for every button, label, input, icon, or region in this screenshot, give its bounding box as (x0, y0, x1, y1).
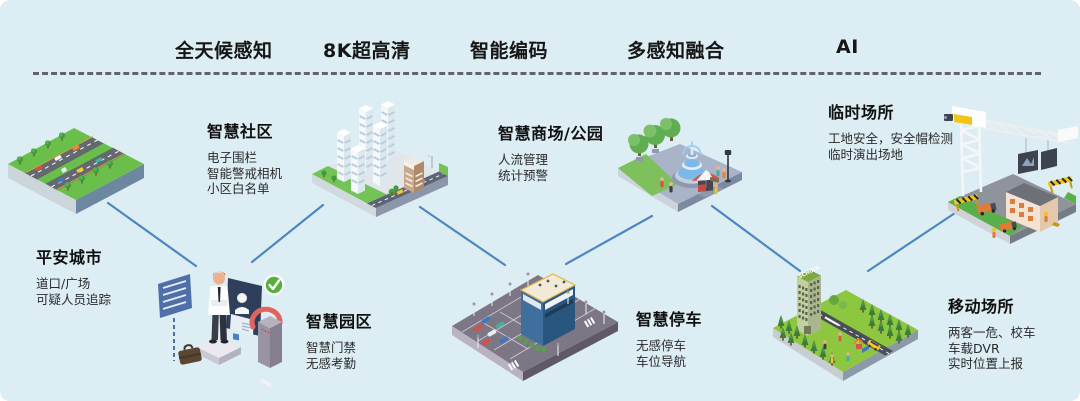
scene-feature: 两客一危、校车 (948, 325, 1036, 340)
scene-parking: 智慧停车 无感停车 车位导航 (636, 306, 702, 369)
scene-feature: 工地安全，安全帽检测 (828, 131, 954, 146)
cars (35, 145, 103, 183)
safe-city-illustration (8, 128, 144, 214)
scene-feature: 无感考勤 (306, 355, 357, 371)
light-poles (473, 274, 605, 356)
header-keyword-multi-sense: 多感知融合 (627, 40, 725, 62)
scene-feature: 实时位置上报 (948, 356, 1024, 371)
residential-towers (337, 101, 395, 194)
workers (992, 212, 1060, 238)
stand-platform (197, 336, 241, 365)
mobile-scene-illustration: SCHOOL (773, 264, 918, 381)
header-keyword-all-weather: 全天候感知 (175, 40, 273, 62)
brown-building (404, 156, 424, 193)
scene-feature: 道口/广场 (36, 276, 91, 291)
scene-title: 智慧社区 (207, 122, 274, 141)
scene-title: 智慧园区 (306, 312, 373, 331)
scene-feature: 车载DVR (948, 340, 1000, 356)
scene-feature: 电子围栏 (207, 150, 258, 165)
scene-safe-city: 平安城市 道口/广场 可疑人员追踪 (36, 244, 111, 307)
surveillance-camera-icon (944, 114, 953, 121)
header-keyword-ai: AI (836, 36, 859, 58)
scene-feature: 可疑人员追踪 (36, 291, 112, 307)
community-illustration (312, 101, 448, 217)
scene-title: 智慧商场/公园 (498, 124, 604, 143)
parked-cars (473, 316, 509, 346)
scene-title: 智慧停车 (636, 310, 703, 329)
road-strip (25, 137, 104, 180)
trucks (976, 202, 1018, 233)
header-keyword-8k: 8K超高清 (323, 40, 411, 62)
scene-feature: 小区白名单 (207, 181, 270, 196)
parking-illustration (452, 272, 618, 381)
header-keyword-smart-encoding: 智能编码 (470, 40, 549, 62)
link-park-parking (564, 214, 654, 266)
crosswalk-marks (507, 316, 596, 371)
face-recognition-screen-icon (226, 278, 262, 341)
mall-park-illustration (618, 118, 742, 212)
scanner-arch (249, 306, 283, 330)
campus-people (823, 332, 850, 364)
park-trees (628, 118, 681, 161)
scene-title: 移动场所 (948, 297, 1015, 316)
scene-feature: 智慧门禁 (306, 340, 357, 355)
link-community-parking (418, 205, 507, 267)
scene-feature: 统计预警 (498, 167, 549, 183)
campus-road (809, 308, 893, 356)
turnstile-pillar-icon (258, 316, 282, 388)
dashed-divider (33, 72, 1041, 75)
scene-feature: 车位导航 (636, 353, 687, 369)
parking-building-icon (517, 273, 577, 352)
scene-feature: 人流管理 (498, 152, 549, 167)
checkmark-icon (263, 274, 285, 296)
bench-icon (710, 177, 719, 183)
park-people (660, 166, 726, 195)
scene-campus: 智慧园区 智慧门禁 无感考勤 (306, 308, 372, 371)
playground-icon (853, 338, 869, 353)
briefcase-icon (178, 344, 202, 365)
scene-mobile: 移动场所 两客一危、校车 车载DVR 实时位置上报 (948, 293, 1036, 372)
scene-feature: 无感停车 (636, 338, 687, 353)
scene-community: 智慧社区 电子围栏 智能警戒相机 小区白名单 (207, 118, 282, 197)
scene-mall-park: 智慧商场/公园 人流管理 统计预警 (498, 120, 603, 183)
scene-temporary: 临时场所 工地安全，安全帽检测 临时演出场地 (828, 99, 953, 162)
safety-barriers (953, 176, 1073, 212)
crane-icon (944, 106, 1078, 197)
school-building-icon: SCHOOL (797, 264, 823, 336)
person-icon (208, 271, 230, 344)
info-sign-icon (158, 274, 192, 318)
temporary-site-illustration (944, 106, 1078, 244)
scene-title: 临时场所 (828, 103, 895, 122)
scene-title: 平安城市 (36, 248, 103, 267)
campus-illustration (158, 271, 285, 388)
road-strip (45, 147, 125, 191)
pine-trees (777, 295, 912, 366)
scene-feature: 临时演出场地 (828, 146, 904, 162)
scene-feature: 智能警戒相机 (207, 165, 283, 181)
